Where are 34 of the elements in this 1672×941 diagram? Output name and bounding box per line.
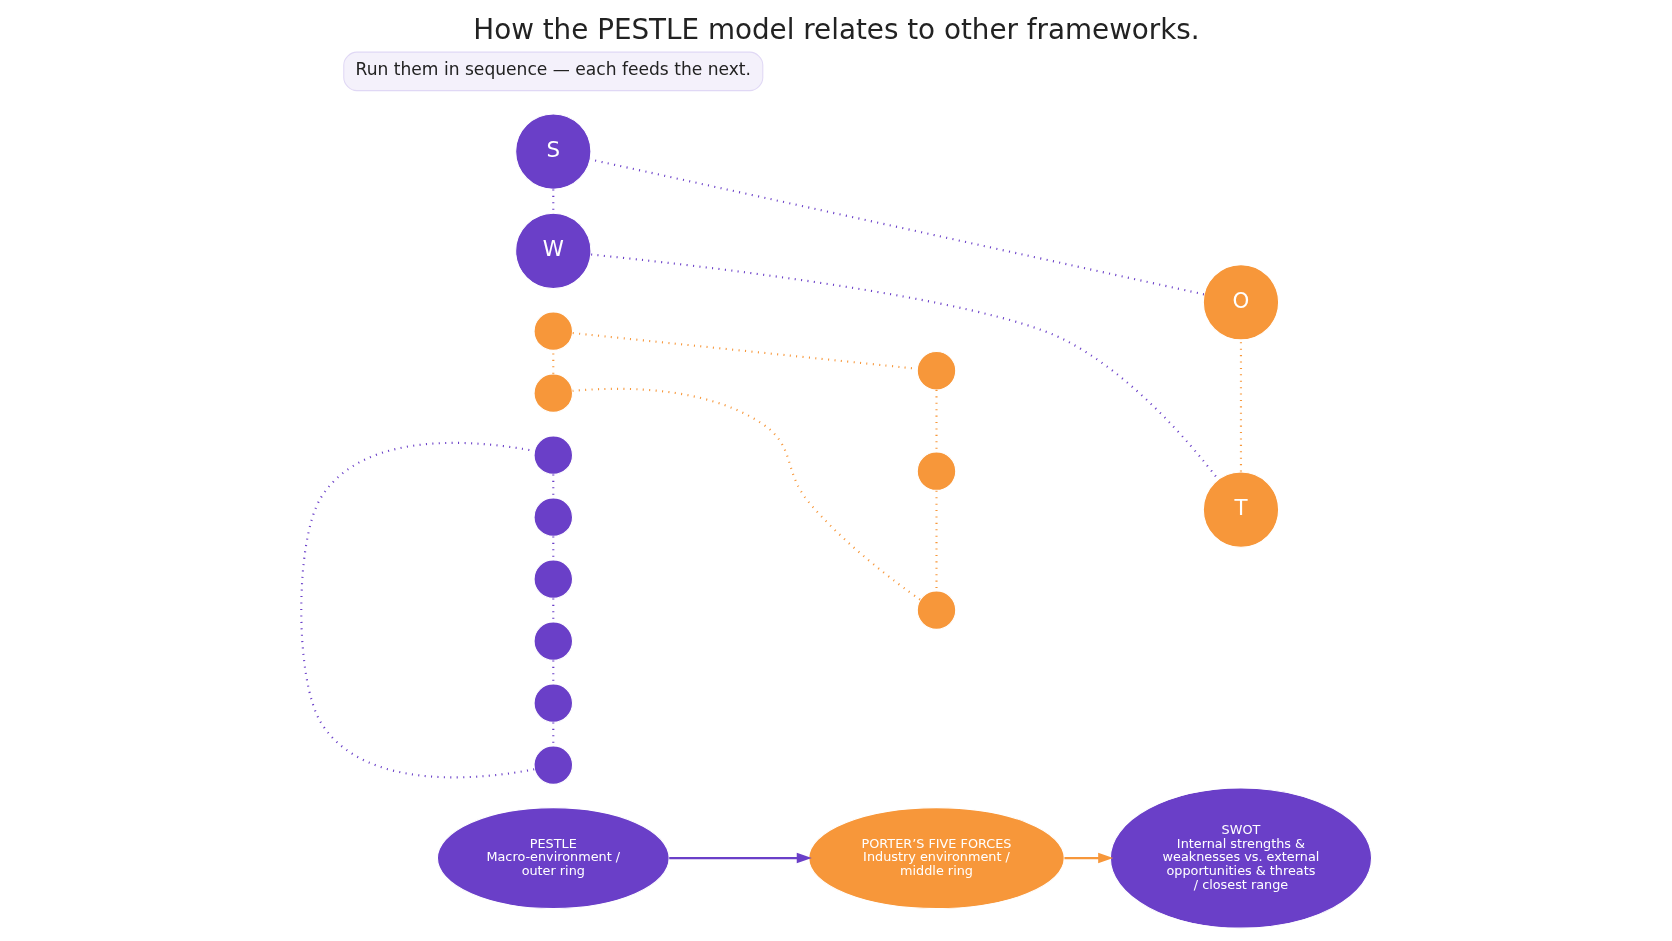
connector [551,660,554,684]
connector [572,387,921,601]
connector [551,722,554,746]
node-circle [533,311,573,351]
connector [551,536,554,560]
connector [934,490,938,591]
connector [934,389,938,452]
node-circle [533,373,573,413]
node-circle [533,745,573,785]
node-circle [533,683,573,723]
node-circle [533,435,573,475]
label: Run them in sequence — each feeds the next. [355,59,751,80]
node-circle: S [514,113,591,190]
node-circle: T [1202,471,1279,548]
node-circle [916,451,956,491]
node-circle [916,590,956,630]
node-circle [916,350,956,391]
node-circle [533,497,573,537]
connector [551,350,554,374]
arrow [1063,852,1113,864]
node-ellipse: PORTER’S FIVE FORCES Industry environment / middle ring [807,807,1065,910]
arrow [668,852,812,864]
node-circle: O [1202,264,1279,341]
node-ellipse: SWOT Internal strengths & weaknesses vs. external opportunities & threats / closest range [1109,787,1372,929]
connector [551,189,554,213]
connector [299,441,534,779]
node-ellipse: PESTLE Macro-environment / outer ring [436,807,670,910]
node-circle: W [514,212,591,290]
connector [551,598,554,622]
diagram-title: How the PESTLE model relates to other frameworks. [472,13,1200,47]
connector [1239,340,1242,472]
node-circle [533,559,573,599]
node-circle [533,621,573,661]
connector [551,474,554,498]
